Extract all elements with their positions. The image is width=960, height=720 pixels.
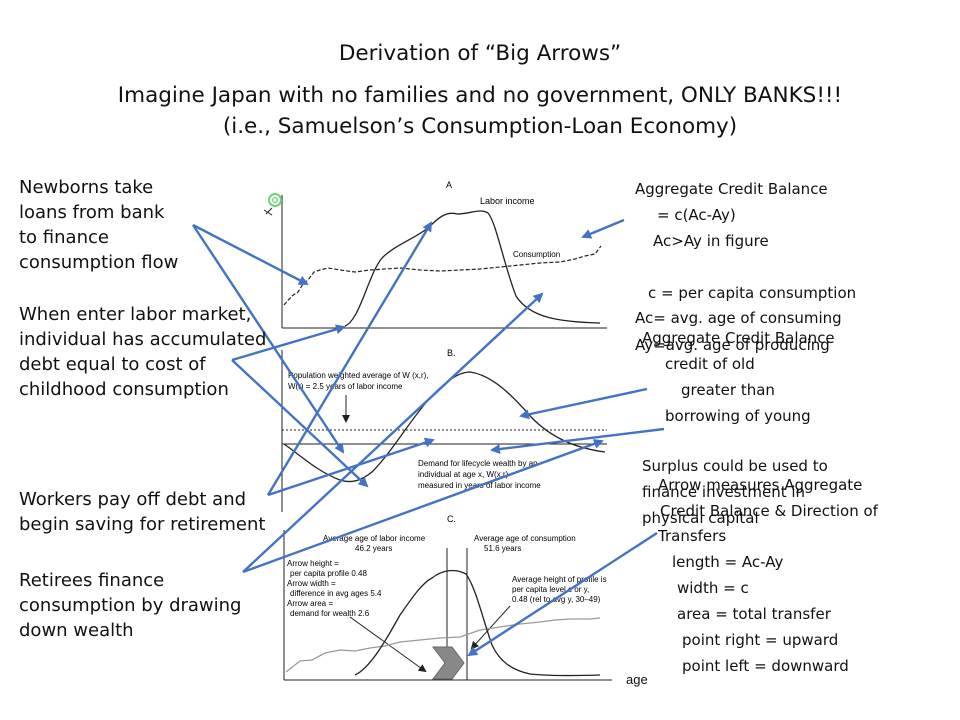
arrow-labor-to-b: [231, 359, 369, 488]
consumption-curve: [283, 245, 602, 306]
labor-income-label: Labor income: [480, 196, 535, 206]
demand-line2: individual at age x, W(x,r): [418, 470, 509, 479]
consumption-label: Consumption: [513, 250, 560, 259]
note-workers: Workers pay off debt and begin saving fo…: [19, 489, 266, 535]
panel-b-letter: B.: [447, 348, 456, 358]
callout-arrows: [191, 218, 665, 657]
arrow-info-5: Arrow area =: [287, 599, 333, 608]
title-line-2: Imagine Japan with no families and no go…: [117, 83, 843, 108]
arrow-info-6: demand for wealth 2.6: [290, 609, 370, 618]
arrow-acb-to-a: [581, 218, 625, 239]
arrow-workers-to-a: [266, 221, 433, 496]
title-line-1: Derivation of “Big Arrows”: [338, 41, 622, 66]
avg-labor-line2: 46.2 years: [355, 544, 392, 553]
pop-weighted-line1: Population weighted average of W (x,r),: [288, 371, 429, 380]
green-loop-icon: [263, 193, 282, 216]
pop-weighted-line2: W(r) = 2.5 years of labor income: [288, 382, 403, 391]
big-arrow-icon: [432, 646, 465, 680]
arrow-surplus-to-b: [490, 427, 665, 454]
arrow-info-4: difference in avg ages 5.4: [290, 589, 382, 598]
panel-a-letter: A: [446, 180, 452, 190]
labor-income-curve: [344, 210, 601, 327]
gray-consumption-curve: [285, 617, 601, 673]
arrow-bigarrow-to-c: [467, 531, 658, 657]
arrow-workers-to-b: [267, 437, 435, 497]
labor-income-curve-c: [354, 569, 601, 677]
arrow-newborn-to-b: [191, 224, 345, 454]
arrow-info-2: per capita profile 0.48: [290, 569, 367, 578]
arrow-info-1: Arrow height =: [287, 559, 339, 568]
arrow-acb2-to-b: [519, 387, 648, 420]
avg-labor-line1: Average age of labor income: [323, 534, 426, 543]
avg-cons-line1: Average age of consumption: [474, 534, 576, 543]
arrow-labor-to-a: [231, 324, 346, 362]
panel-c-letter: C.: [447, 514, 456, 524]
note-newborns: Newborns take loans from bank to finance…: [19, 177, 179, 273]
avg-height-1: Average height of profile is: [512, 575, 607, 584]
demand-line1: Demand for lifecycle wealth by an: [418, 459, 538, 468]
arrow-info-3: Arrow width =: [287, 579, 336, 588]
panel-a: A Labor income Consumption: [263, 180, 607, 329]
arrow-retirees-to-b: [242, 439, 604, 574]
avg-cons-line2: 51.6 years: [484, 544, 521, 553]
arrow-retirees-to-a: [242, 292, 544, 573]
title-line-3: (i.e., Samuelson’s Consumption-Loan Econ…: [222, 114, 738, 139]
note-retirees: Retirees finance consumption by drawing …: [19, 570, 242, 641]
note-labor-market: When enter labor market, individual has …: [19, 304, 267, 400]
age-label: age: [626, 672, 648, 687]
panel-c: C. Average age of labor income 46.2 year…: [283, 514, 612, 681]
panel-b: B. Population weighted average of W (x,r…: [281, 348, 607, 512]
avg-height-2: per capita level c or y,: [512, 585, 589, 594]
arrow-newborn-to-a: [192, 223, 309, 286]
